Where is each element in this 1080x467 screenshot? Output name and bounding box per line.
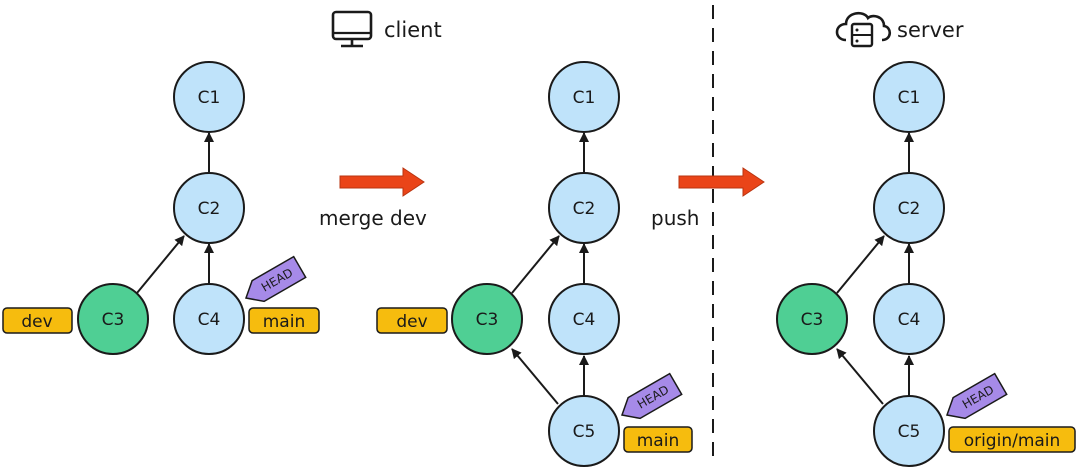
branch-tag-label: main bbox=[263, 312, 305, 332]
commit-label: C5 bbox=[573, 422, 596, 442]
push-step-label: push bbox=[651, 206, 699, 230]
server-title: server bbox=[897, 18, 964, 42]
merge-step-label: merge dev bbox=[319, 206, 427, 230]
client-title-group: client bbox=[331, 10, 442, 48]
branch-tag-dev: dev bbox=[2, 307, 73, 334]
push-arrow-icon bbox=[678, 167, 765, 197]
commit-label: C2 bbox=[898, 199, 921, 219]
commit-label: C4 bbox=[573, 310, 596, 330]
commit-label: C2 bbox=[198, 199, 221, 219]
monitor-icon bbox=[331, 10, 373, 48]
client-title: client bbox=[384, 18, 442, 42]
commit-label: C4 bbox=[898, 310, 921, 330]
edge-c3-c2 bbox=[511, 235, 560, 294]
cloud-server-icon bbox=[835, 11, 892, 48]
commit-node: C1 bbox=[548, 61, 620, 133]
commit-node: C3 bbox=[451, 283, 523, 355]
commit-label: C5 bbox=[898, 422, 921, 442]
commit-node: C2 bbox=[873, 172, 945, 244]
edge-c5-c3 bbox=[511, 348, 559, 405]
head-pointer: HEAD bbox=[621, 372, 683, 420]
push-step: push bbox=[651, 167, 765, 230]
commit-node: C5 bbox=[548, 395, 620, 467]
panel-server: C1 C2 C3 C4 C5 origin/main HEAD bbox=[776, 61, 1076, 467]
commit-node: C4 bbox=[873, 283, 945, 355]
head-pointer: HEAD bbox=[946, 372, 1008, 420]
merge-arrow-icon bbox=[339, 167, 425, 197]
branch-tag-main: main bbox=[623, 426, 693, 453]
commit-node: C3 bbox=[776, 283, 848, 355]
commit-label: C3 bbox=[801, 310, 824, 330]
commit-label: C3 bbox=[102, 310, 125, 330]
commit-node: C1 bbox=[873, 61, 945, 133]
edge-c5-c3 bbox=[836, 348, 884, 405]
branch-tag-origin-main: origin/main bbox=[948, 426, 1076, 453]
branch-tag-label: origin/main bbox=[964, 431, 1061, 451]
commit-node: C3 bbox=[77, 283, 149, 355]
commit-node: C4 bbox=[173, 283, 245, 355]
commit-label: C1 bbox=[573, 88, 596, 108]
panel-after-merge: C1 C2 C3 C4 C5 dev main HEAD bbox=[376, 61, 693, 467]
panel-before-merge: C1 C2 C3 C4 dev main HEAD bbox=[2, 61, 320, 355]
commit-label: C2 bbox=[573, 199, 596, 219]
commit-node: C1 bbox=[173, 61, 245, 133]
branch-tag-label: main bbox=[637, 431, 679, 451]
server-title-group: server bbox=[835, 11, 964, 48]
commit-label: C1 bbox=[198, 88, 221, 108]
edge-c3-c2 bbox=[836, 235, 885, 294]
branch-tag-label: dev bbox=[21, 312, 52, 332]
commit-node: C2 bbox=[173, 172, 245, 244]
merge-step: merge dev bbox=[319, 167, 427, 230]
commit-node: C2 bbox=[548, 172, 620, 244]
commit-label: C1 bbox=[898, 88, 921, 108]
branch-tag-dev: dev bbox=[376, 307, 448, 334]
branch-tag-main: main bbox=[248, 307, 320, 334]
commit-node: C4 bbox=[548, 283, 620, 355]
commit-label: C3 bbox=[476, 310, 499, 330]
head-pointer: HEAD bbox=[245, 255, 307, 303]
edge-c3-c2 bbox=[136, 235, 185, 294]
commit-node: C5 bbox=[873, 395, 945, 467]
branch-tag-label: dev bbox=[396, 312, 427, 332]
commit-label: C4 bbox=[198, 310, 221, 330]
